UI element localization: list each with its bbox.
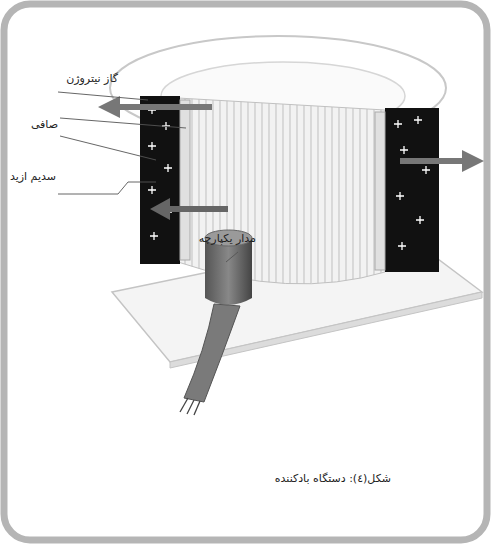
part-label: گاز نیتروژن [66,72,118,85]
sodium-azide-wall [385,108,439,272]
cable-wires [180,398,200,415]
gas-arrow [150,198,228,220]
filter-wall [180,100,190,260]
figure-caption: شکل(٤): دستگاه بادکننده [275,472,391,485]
sodium-azide-wall [140,96,180,264]
filter-wall [375,112,385,270]
pellet-marks [148,106,430,250]
gas-arrow [400,150,484,172]
outer-frame [4,4,487,540]
part-label: مدار یکپارچه [199,232,256,245]
gas-arrow [98,96,212,118]
igniter-cylinder [205,238,252,305]
cable [184,304,240,402]
part-label: صافی [31,118,58,131]
part-label: سدیم ازید [10,170,56,183]
